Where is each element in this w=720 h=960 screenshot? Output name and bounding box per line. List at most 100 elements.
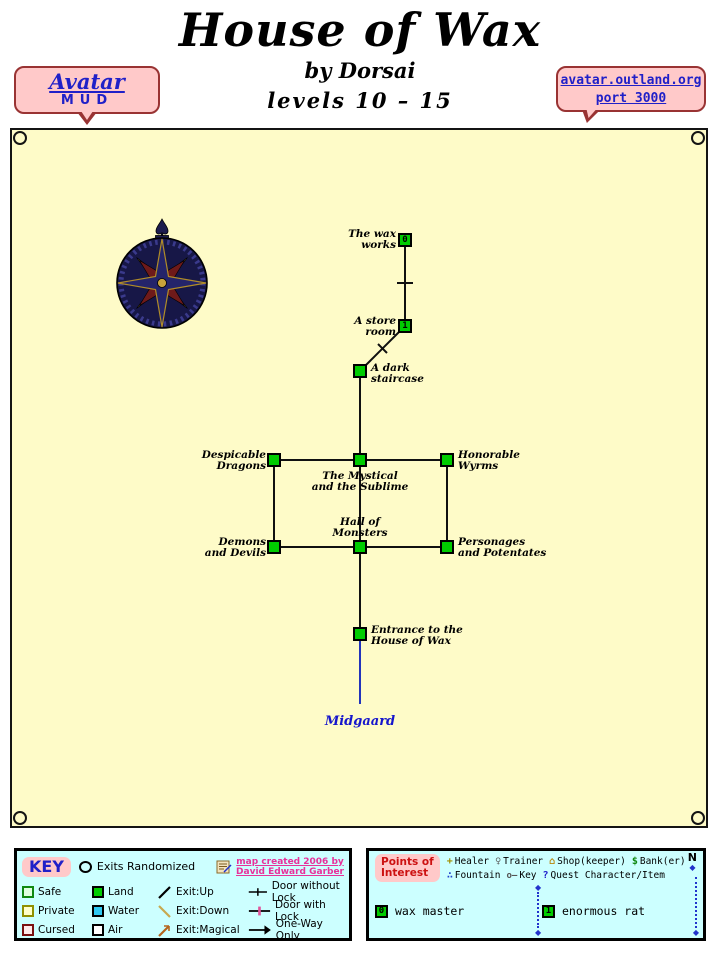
room-label-dark-staircase: A dark staircase bbox=[371, 362, 424, 386]
dotted-line bbox=[694, 877, 697, 928]
points-of-interest-panel: Points of Interest +Healer ♀Trainer ⌂Sho… bbox=[366, 848, 706, 941]
door-ticks bbox=[377, 282, 413, 354]
avatar-mud-badge: Avatar MUD bbox=[14, 66, 160, 125]
dotted-line bbox=[537, 892, 540, 928]
exit-magical-label: Exit:Magical bbox=[176, 923, 240, 936]
exit-up-icon bbox=[158, 885, 171, 899]
mob-name: enormous rat bbox=[562, 904, 646, 918]
room-label-personages: Personages and Potentates bbox=[458, 536, 547, 560]
north-indicator: N ◆ bbox=[687, 851, 697, 872]
key-legend: Safe Land Exit:Up Door without Lock Priv… bbox=[22, 879, 344, 942]
bank-icon: $ bbox=[631, 856, 638, 867]
fountain-icon: ∴ bbox=[446, 870, 453, 881]
scroll-curl-icon bbox=[13, 811, 27, 825]
healer-label: Healer bbox=[454, 856, 490, 867]
diamond-icon: ◆ bbox=[535, 928, 542, 937]
shop-icon: ⌂ bbox=[549, 856, 556, 867]
mob-name: wax master bbox=[395, 904, 465, 918]
safe-label: Safe bbox=[38, 885, 62, 898]
land-label: Land bbox=[108, 885, 134, 898]
north-label: N bbox=[687, 851, 697, 864]
poi-entry: 1 enormous rat bbox=[530, 904, 697, 918]
title-block: House of Wax by Dorsai levels 10 – 15 bbox=[0, 3, 720, 114]
cursed-label: Cursed bbox=[38, 923, 75, 936]
air-label: Air bbox=[108, 923, 123, 936]
room-node-dark-staircase bbox=[353, 364, 367, 378]
room-node-honorable-wyrms bbox=[440, 453, 454, 467]
door-without-lock-label: Door without Lock bbox=[271, 879, 340, 904]
exits-randomized-icon bbox=[78, 860, 92, 873]
poi-entries: 0 wax master 1 enormous rat bbox=[375, 904, 697, 918]
room-label-hall-of-monsters: Hall of Monsters bbox=[332, 516, 388, 540]
mob-marker: 0 bbox=[402, 234, 408, 245]
bank-label: Bank(er) bbox=[639, 856, 686, 867]
room-node-wax-works: 0 bbox=[398, 233, 412, 247]
compass-rose-icon bbox=[116, 218, 208, 329]
shop-label: Shop(keeper) bbox=[557, 856, 626, 867]
key-label: Key bbox=[519, 870, 537, 881]
level-range: levels 10 – 15 bbox=[267, 88, 453, 114]
key-panel: KEY Exits Randomized map created 2006 by… bbox=[14, 848, 352, 942]
trainer-label: Trainer bbox=[503, 856, 544, 867]
water-swatch-icon bbox=[92, 904, 104, 917]
room-label-mystical-sublime: The Mystical and the Sublime bbox=[311, 470, 409, 494]
room-node-demons-devils bbox=[267, 540, 281, 554]
port-label: port 3000 bbox=[595, 91, 667, 106]
room-node-mystical-sublime bbox=[353, 453, 367, 467]
cursed-swatch-icon bbox=[22, 923, 34, 936]
mud-label: MUD bbox=[60, 93, 114, 108]
scroll-icon bbox=[216, 860, 232, 873]
exit-down-icon bbox=[158, 904, 171, 918]
door-without-lock-icon bbox=[248, 887, 267, 896]
mob-marker: 1 bbox=[402, 320, 408, 331]
private-label: Private bbox=[38, 904, 75, 917]
poi-legend: +Healer ♀Trainer ⌂Shop(keeper) $Bank(er)… bbox=[447, 854, 686, 883]
edge-separator: ◆ bbox=[693, 877, 699, 937]
diamond-icon: ◆ bbox=[535, 883, 542, 892]
water-label: Water bbox=[108, 904, 140, 917]
exit-down-label: Exit:Down bbox=[176, 904, 230, 917]
exit-up-label: Exit:Up bbox=[176, 885, 214, 898]
midgaard-label: Midgaard bbox=[324, 714, 396, 729]
exits-randomized-label: Exits Randomized bbox=[96, 860, 196, 873]
room-node-despicable-dragons bbox=[267, 453, 281, 467]
one-way-label: One-Way Only bbox=[275, 917, 323, 942]
map-credit: map created 2006 by David Edward Garber bbox=[236, 856, 344, 877]
diamond-icon: ◆ bbox=[692, 928, 699, 937]
room-label-despicable-dragons: Despicable Dragons bbox=[201, 449, 266, 473]
page-title: House of Wax bbox=[178, 3, 542, 57]
room-label-wax-works: The wax works bbox=[348, 228, 396, 252]
key-title: KEY bbox=[22, 856, 71, 877]
room-label-store-room: A store room bbox=[354, 315, 396, 339]
mud-name-label: Avatar bbox=[49, 69, 125, 94]
host-label: avatar.outland.org bbox=[560, 73, 702, 88]
room-label-honorable-wyrms: Honorable Wyrms bbox=[458, 449, 520, 473]
healer-icon: + bbox=[446, 856, 453, 867]
map-area: 0 1 The wax works A store room A dark st… bbox=[10, 128, 708, 828]
entries-separator: ◆ ◆ bbox=[535, 883, 541, 937]
room-node-entrance bbox=[353, 627, 367, 641]
room-node-store-room: 1 bbox=[398, 319, 412, 333]
address-badge: avatar.outland.org port 3000 bbox=[556, 66, 706, 112]
land-swatch-icon bbox=[92, 885, 104, 898]
corridors bbox=[273, 240, 448, 634]
private-swatch-icon bbox=[22, 904, 34, 917]
room-node-hall-of-monsters bbox=[353, 540, 367, 554]
north-diamond-icon: ◆ bbox=[689, 863, 696, 872]
room-node-personages bbox=[440, 540, 454, 554]
quest-icon: ? bbox=[542, 870, 549, 881]
scroll-curl-icon bbox=[13, 131, 27, 145]
byline: by Dorsai bbox=[304, 58, 416, 84]
trainer-icon: ♀ bbox=[495, 856, 502, 867]
one-way-icon bbox=[248, 924, 271, 935]
room-label-demons-devils: Demons and Devils bbox=[204, 536, 266, 560]
key-icon: o– bbox=[506, 871, 518, 881]
quest-label: Quest Character/Item bbox=[550, 870, 665, 881]
door-with-lock-label: Door with Lock bbox=[274, 898, 326, 923]
poi-title: Points of Interest bbox=[375, 854, 440, 882]
mob-marker: 0 bbox=[375, 904, 388, 918]
safe-swatch-icon bbox=[22, 885, 34, 898]
fountain-label: Fountain bbox=[454, 870, 501, 881]
poi-entry: 0 wax master bbox=[375, 904, 530, 918]
